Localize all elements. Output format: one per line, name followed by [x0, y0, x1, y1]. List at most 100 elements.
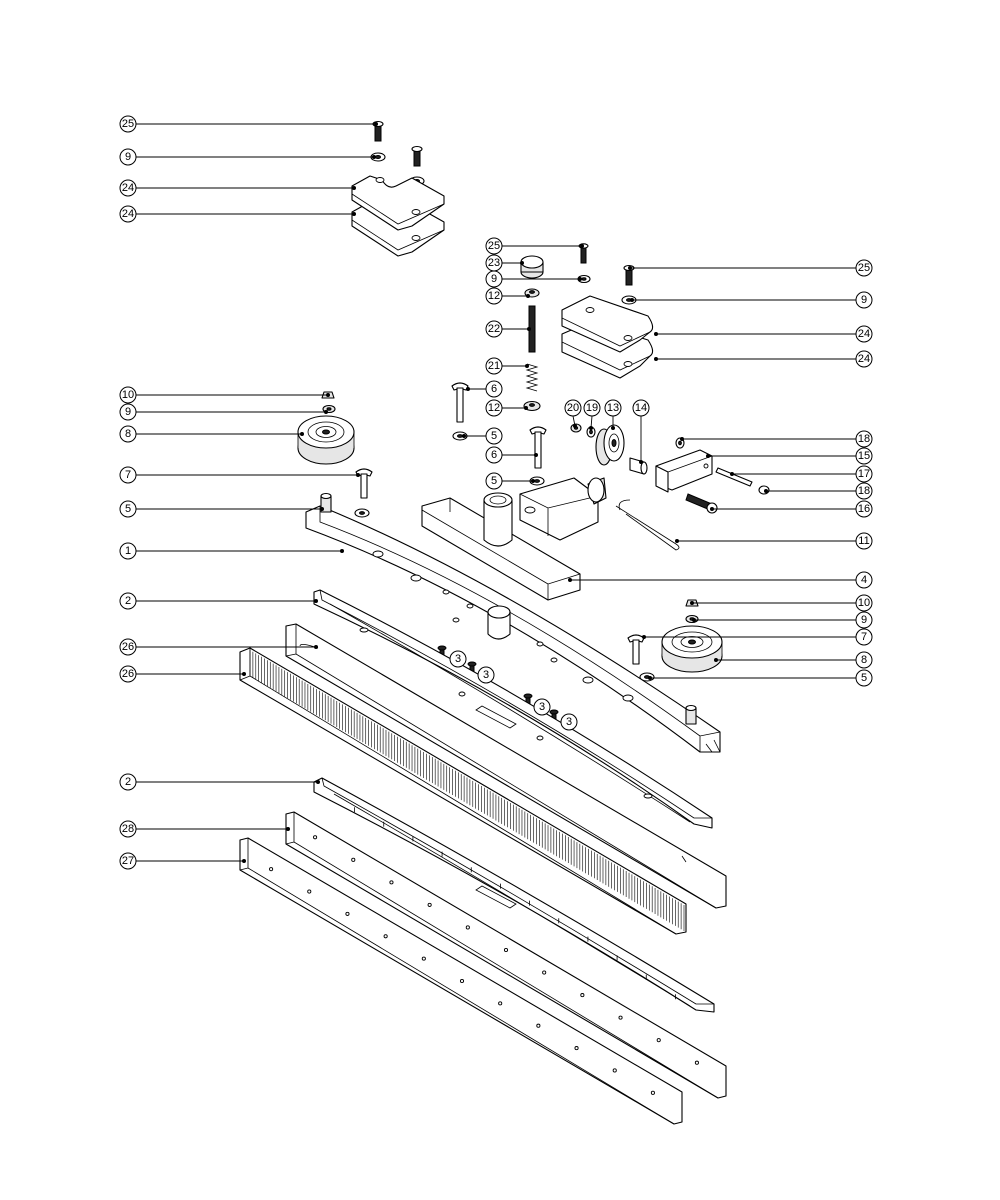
callout-22-center[interactable]: 22 — [485, 320, 531, 338]
blade-hole — [307, 889, 312, 894]
callout-label: 3 — [539, 701, 545, 713]
spring — [525, 363, 539, 392]
callout-label: 25 — [488, 240, 500, 252]
callout-1[interactable]: 1 — [119, 542, 344, 560]
callout-25-top-left[interactable]: 25 — [119, 115, 378, 133]
callout-24-top-left-b[interactable]: 24 — [119, 205, 356, 223]
callout-10-left[interactable]: 10 — [119, 386, 330, 404]
callout-9-right[interactable]: 9 — [692, 611, 873, 629]
callout-label: 6 — [491, 449, 497, 461]
blade-hole — [574, 1046, 579, 1051]
callout-24-top-right-b[interactable]: 24 — [654, 350, 873, 368]
callout-5-center-left[interactable]: 5 — [462, 427, 503, 445]
callout-label: 5 — [861, 672, 867, 684]
callout-4[interactable]: 4 — [568, 571, 873, 589]
callout-5-center-mid[interactable]: 5 — [485, 472, 535, 490]
callout-17[interactable]: 17 — [730, 465, 873, 483]
callout-label: 26 — [122, 641, 134, 653]
callout-20[interactable]: 20 — [564, 399, 582, 428]
callout-label: 9 — [125, 151, 131, 163]
callout-24-top-left-a[interactable]: 24 — [119, 179, 356, 197]
blade-hole — [421, 956, 426, 961]
callout-label: 9 — [491, 273, 497, 285]
callout-9-top-left[interactable]: 9 — [119, 148, 376, 166]
callout-label: 6 — [491, 383, 497, 395]
callout-5-left[interactable]: 5 — [119, 500, 324, 518]
blade-hole — [313, 835, 318, 840]
callout-label: 7 — [125, 469, 131, 481]
callout-8-left[interactable]: 8 — [119, 425, 304, 443]
callout-27[interactable]: 27 — [119, 852, 246, 870]
callout-label: 18 — [858, 485, 870, 497]
callout-label: 8 — [861, 654, 867, 666]
washer-right-5 — [639, 672, 655, 682]
wing-bolt-left — [451, 382, 469, 423]
callout-2-upper[interactable]: 2 — [119, 592, 318, 610]
callout-3-b[interactable]: 3 — [477, 666, 495, 684]
callout-28[interactable]: 28 — [119, 820, 290, 838]
callout-3-c[interactable]: 3 — [533, 698, 551, 716]
callout-9-left[interactable]: 9 — [119, 403, 328, 421]
callout-26-lower[interactable]: 26 — [119, 665, 246, 683]
callout-5-right[interactable]: 5 — [648, 669, 873, 687]
callout-label: 11 — [858, 535, 869, 547]
callout-label: 25 — [858, 262, 870, 274]
callout-9-center[interactable]: 9 — [485, 270, 582, 288]
blade-hole — [351, 857, 356, 862]
callout-15[interactable]: 15 — [706, 447, 873, 465]
callout-3-a[interactable]: 3 — [449, 650, 467, 668]
callout-19[interactable]: 19 — [583, 399, 601, 430]
blade-hole — [612, 1068, 617, 1073]
callout-18-lower[interactable]: 18 — [764, 482, 873, 500]
callout-25-top-right[interactable]: 25 — [628, 259, 873, 277]
callout-label: 18 — [858, 433, 870, 445]
callout-label: 24 — [858, 328, 870, 340]
callout-label: 3 — [566, 716, 572, 728]
callout-21-center[interactable]: 21 — [485, 357, 529, 375]
washer-right-9 — [685, 614, 699, 624]
callout-label: 16 — [858, 503, 870, 515]
callout-label: 12 — [488, 290, 500, 302]
callout-25-center[interactable]: 25 — [485, 237, 584, 255]
callout-13[interactable]: 13 — [604, 399, 622, 430]
callout-7-left[interactable]: 7 — [119, 466, 360, 484]
blade-hole — [498, 1001, 503, 1006]
callout-24-top-right-a[interactable]: 24 — [654, 325, 873, 343]
callout-23-center[interactable]: 23 — [485, 254, 524, 272]
callout-label: 3 — [455, 653, 461, 665]
callout-7-right[interactable]: 7 — [642, 628, 873, 646]
callout-label: 5 — [491, 475, 497, 487]
callout-6-left[interactable]: 6 — [466, 380, 503, 398]
vacuum-head-4 — [421, 477, 607, 601]
callout-12-center-upper[interactable]: 12 — [485, 287, 530, 305]
callout-label: 24 — [122, 182, 134, 194]
callout-label: 8 — [125, 428, 131, 440]
bushing-14 — [629, 457, 648, 475]
holder-ticks — [354, 807, 676, 1000]
callout-label: 15 — [858, 450, 870, 462]
part-drawings — [239, 120, 770, 1125]
callout-3-d[interactable]: 3 — [560, 713, 578, 731]
callout-9-top-right[interactable]: 9 — [630, 291, 873, 309]
callout-11[interactable]: 11 — [675, 532, 873, 550]
callout-10-right[interactable]: 10 — [690, 594, 873, 612]
blade-holder-upper-2 — [313, 589, 713, 829]
callout-8-right[interactable]: 8 — [714, 651, 873, 669]
callout-14[interactable]: 14 — [632, 399, 650, 464]
callout-26-upper[interactable]: 26 — [119, 638, 318, 656]
callout-label: 2 — [125, 595, 131, 607]
plate-top-right-upper — [561, 295, 654, 353]
callout-12-center-lower[interactable]: 12 — [485, 399, 528, 417]
wheel-right-8 — [661, 625, 723, 673]
wheel-left-8 — [297, 415, 355, 465]
callout-label: 12 — [488, 402, 500, 414]
blade-hole — [465, 925, 470, 930]
callout-16[interactable]: 16 — [710, 500, 873, 518]
pin-17 — [715, 467, 753, 487]
callout-label: 23 — [488, 257, 500, 269]
callout-2-lower[interactable]: 2 — [119, 773, 320, 791]
callout-6-center[interactable]: 6 — [485, 446, 538, 464]
blade-28 — [285, 811, 727, 1099]
callout-18-upper[interactable]: 18 — [680, 430, 873, 448]
bracket-15 — [655, 449, 713, 493]
